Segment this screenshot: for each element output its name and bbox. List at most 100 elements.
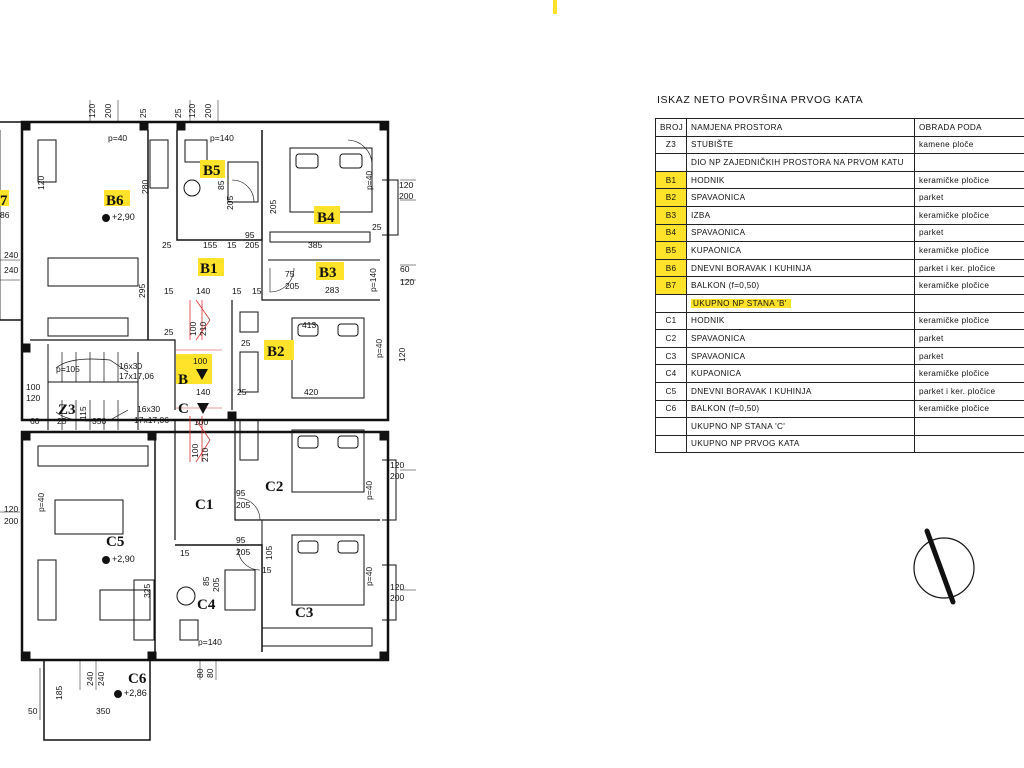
- level-marker-icon: [102, 556, 110, 564]
- dim: 15: [180, 548, 190, 558]
- dim: 25: [372, 222, 382, 232]
- dim: 100: [188, 322, 198, 336]
- dim: 95: [245, 230, 255, 240]
- highlight-b1: [198, 258, 224, 276]
- level-c5: +2,90: [112, 554, 135, 564]
- stair-up-icon: [196, 369, 208, 380]
- table-row: UKUPNO NP STANA 'C': [655, 417, 1024, 436]
- room-purpose: BALKON (f=0,50): [686, 276, 915, 295]
- dim: 200: [103, 104, 113, 118]
- dim: 120: [187, 104, 197, 118]
- dim: 60: [400, 264, 410, 274]
- dim: p=105: [56, 364, 80, 374]
- dim: p=140: [210, 133, 234, 143]
- dim: p=40: [364, 481, 374, 500]
- dim: 413: [302, 320, 316, 330]
- dim: 240: [96, 672, 106, 686]
- dim: 205: [245, 240, 259, 250]
- level-marker-icon: [114, 690, 122, 698]
- room-purpose: SPAVAONICA: [686, 188, 915, 207]
- dim: 50: [28, 706, 38, 716]
- room-b3: B3: [319, 265, 337, 281]
- room-b4: B4: [317, 210, 335, 226]
- dim: 200: [399, 191, 413, 201]
- floor-finish: keramičke pločice: [914, 311, 1024, 331]
- floor-finish: parket i ker. pločice: [914, 258, 1024, 278]
- dim: 15: [232, 286, 242, 296]
- dim: 350: [96, 706, 110, 716]
- room-code: C3: [655, 346, 687, 366]
- flat-b-label: B: [178, 372, 188, 388]
- dim: 120: [87, 104, 97, 118]
- room-purpose: SPAVAONICA: [686, 223, 915, 243]
- floor-finish: parket: [914, 329, 1024, 348]
- header-obrada: OBRADA PODA: [914, 118, 1024, 137]
- room-b1: B1: [200, 261, 218, 277]
- dim: 200: [4, 516, 18, 526]
- dim: 100: [190, 444, 200, 458]
- dim: 120: [400, 277, 414, 287]
- dim: p=40: [364, 171, 374, 190]
- room-purpose-text: UKUPNO NP STANA 'B': [691, 298, 791, 308]
- dim: 17x17,06: [134, 415, 169, 425]
- room-b2: B2: [267, 344, 285, 360]
- net-area-schedule: ISKAZ NETO POVRŠINA PRVOG KATA BROJ NAMJ…: [655, 94, 1024, 454]
- room-code: B2: [655, 188, 687, 207]
- dim: 75: [285, 269, 295, 279]
- room-purpose: UKUPNO NP STANA 'C': [686, 417, 915, 436]
- room-purpose: STUBIŠTE: [686, 135, 915, 155]
- dim: p=40: [364, 567, 374, 586]
- dim: 140: [196, 387, 210, 397]
- room-c2: C2: [265, 479, 283, 495]
- dim: 280: [140, 180, 150, 194]
- dim: 25: [237, 387, 247, 397]
- level-c6: +2,86: [124, 688, 147, 698]
- dim: 100: [194, 417, 208, 427]
- floor-finish: keramičke pločice: [914, 276, 1024, 295]
- table-row: UKUPNO NP STANA 'B': [655, 293, 1024, 313]
- dim: 17x17,06: [119, 371, 154, 381]
- room-code: C1: [655, 311, 687, 331]
- room-code: [655, 417, 687, 436]
- table-header-row: BROJ NAMJENA PROSTORA OBRADA PODA: [655, 118, 1024, 137]
- room-code: B3: [655, 205, 687, 225]
- highlight-b3: [316, 262, 344, 280]
- room-c5: C5: [106, 534, 124, 550]
- room-c3: C3: [295, 605, 313, 621]
- dim: 295: [137, 284, 147, 298]
- room-c6: C6: [128, 671, 147, 687]
- room-c4: C4: [197, 597, 216, 613]
- floor-finish: [914, 417, 1024, 436]
- room-purpose: HODNIK: [686, 311, 915, 331]
- highlight-b4: [314, 206, 340, 224]
- dim: 240: [4, 250, 18, 260]
- dim: p=40: [374, 339, 384, 358]
- dim: 16x30: [137, 404, 160, 414]
- room-code: B7: [655, 276, 687, 295]
- dim: 25: [138, 108, 148, 118]
- floor-finish: keramičke pločice: [914, 364, 1024, 383]
- highlight-b5: [200, 160, 225, 178]
- room-purpose: HODNIK: [686, 170, 915, 190]
- room-b7: 7: [0, 193, 8, 209]
- room-z3: Z3: [58, 402, 76, 418]
- dim: 15: [252, 286, 262, 296]
- room-code: C5: [655, 381, 687, 401]
- dim: 205: [236, 500, 250, 510]
- highlight-b2: [264, 340, 294, 360]
- dim: p=140: [198, 637, 222, 647]
- dim: 15: [227, 240, 237, 250]
- floor-finish: keramičke pločice: [914, 241, 1024, 260]
- dim: 120: [26, 393, 40, 403]
- dim: 115: [78, 406, 88, 420]
- dim: 325: [142, 584, 152, 598]
- dim: 85: [201, 576, 211, 586]
- dim: 15: [262, 565, 272, 575]
- dim: 200: [390, 471, 404, 481]
